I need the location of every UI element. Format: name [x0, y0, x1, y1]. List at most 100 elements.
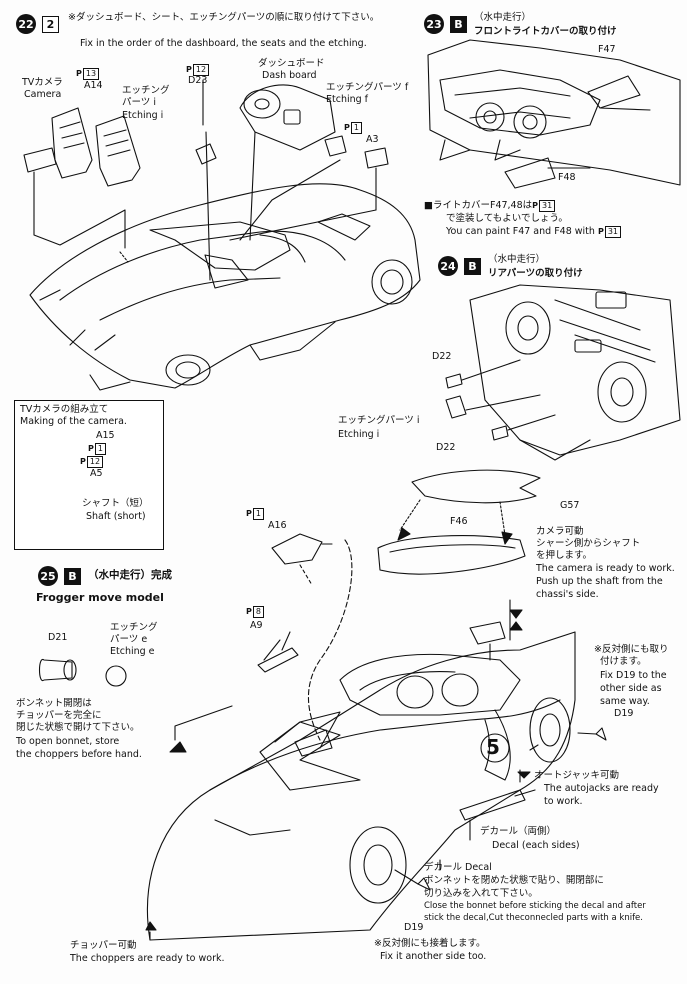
- step24-heading-jp2: リアパーツの取り付け: [488, 268, 583, 279]
- step23-drawing: [427, 39, 681, 189]
- step22-car-drawing: [29, 183, 421, 391]
- step22-seats: [23, 107, 141, 216]
- label-etching-e-jp2: パーツ e: [110, 634, 148, 645]
- step24-drawing: [445, 284, 681, 461]
- label-g57: G57: [560, 500, 580, 511]
- step25-small-parts: [38, 533, 607, 891]
- camera-note-en2: Push up the shaft from the: [536, 576, 663, 587]
- decal-title-jp: デカール Decal: [424, 862, 492, 873]
- label-dashboard-jp: ダッシュボード: [258, 58, 325, 69]
- bonnet-note-jp2: チョッパーを完全に: [16, 710, 102, 721]
- camera-note-en1: The camera is ready to work.: [536, 563, 675, 574]
- inset-shaft-en: Shaft (short): [86, 511, 146, 522]
- step-number: 25: [38, 566, 58, 586]
- label-a16: A16: [268, 520, 287, 531]
- inset-label-a15: A15: [96, 430, 115, 441]
- label-a9: A9: [250, 620, 263, 631]
- label-etching-e-en: Etching e: [110, 646, 155, 657]
- chopper-note-jp: チョッパー可動: [70, 940, 137, 951]
- step-section-tag: B: [464, 258, 481, 275]
- camera-note-jp2: シャーシ側からシャフト: [536, 538, 641, 549]
- step24-label-d22-bottom: D22: [436, 442, 456, 453]
- step25-car-drawing: [147, 621, 576, 941]
- camera-note-en3: chassi's side.: [536, 589, 599, 600]
- opposite-note-en2: other side as: [600, 683, 662, 694]
- label-etching-i-jp: エッチング: [122, 85, 170, 96]
- step22-instruction-en: Fix in the order of the dashboard, the s…: [80, 38, 367, 49]
- step24-label-d22-top: D22: [432, 351, 452, 362]
- chopper-note-en: The choppers are ready to work.: [70, 953, 225, 964]
- decal-note-jp1: ボンネットを閉めた状態で貼り、開閉部に: [424, 875, 604, 886]
- step-number: 23: [424, 14, 444, 34]
- step24-label-etching-en: Etching i: [338, 429, 380, 440]
- other-side-note-jp: ※反対側にも接着します。: [374, 938, 486, 949]
- step23-note-jp-tail: で塗装してもよいでしょう。: [446, 213, 568, 224]
- label-a3: A3: [366, 134, 379, 145]
- camera-note-jp1: カメラ可動: [536, 526, 584, 537]
- step24-label-etching-jp: エッチングパーツ i: [338, 415, 420, 426]
- label-d19-bottom: D19: [404, 922, 424, 933]
- label-etching-f-jp: エッチングパーツ f: [326, 82, 409, 93]
- label-tv-camera-en: Camera: [24, 89, 62, 100]
- step25-heading-jp: （水中走行）完成: [88, 569, 172, 581]
- opposite-note-jp2: 付けます。: [600, 656, 647, 667]
- step22-instruction-jp: ※ダッシュボード、シート、エッチングパーツの順に取り付けて下さい。: [68, 12, 380, 23]
- step23-heading-jp1: （水中走行）: [474, 12, 532, 23]
- step-section-tag: B: [450, 16, 467, 33]
- label-tv-camera-jp: TVカメラ: [22, 77, 63, 88]
- bonnet-note-en1: To open bonnet, store: [16, 736, 120, 747]
- decal-note-en1: Close the bonnet before sticking the dec…: [424, 901, 646, 911]
- bonnet-note-jp3: 閉じた状態で開けて下さい。: [16, 722, 140, 733]
- opposite-note-en1: Fix D19 to the: [600, 670, 667, 681]
- step-number: 22: [16, 14, 36, 34]
- inset-shaft-jp: シャフト（短）: [82, 498, 149, 509]
- label-etching-i-en: Etching i: [122, 110, 164, 121]
- step25-callout-lines: [145, 599, 531, 941]
- opposite-note-jp1: ※反対側にも取り: [594, 644, 669, 655]
- label-dashboard-en: Dash board: [262, 70, 317, 81]
- step22-leader-lines: [33, 79, 377, 281]
- label-f46: F46: [450, 516, 468, 527]
- autojack-note-en2: to work.: [544, 796, 583, 807]
- other-side-note-en: Fix it another side too.: [380, 951, 487, 962]
- bonnet-note-en2: the choppers before hand.: [16, 749, 142, 760]
- decal-note-jp2: 切り込みを入れて下さい。: [424, 888, 538, 899]
- step-section-tag: 2: [42, 16, 59, 33]
- camera-note-jp3: を押します。: [536, 550, 593, 561]
- label-d19-right: D19: [614, 708, 634, 719]
- decal-note-en2: stick the decal,Cut theconnecled parts w…: [424, 913, 643, 923]
- label-etching-e-jp: エッチング: [110, 622, 158, 633]
- step25-canopy: [377, 469, 541, 575]
- label-d21: D21: [48, 632, 68, 643]
- camera-assembly-inset: [14, 400, 164, 550]
- decal-both-en: Decal (each sides): [492, 840, 580, 851]
- inset-title-jp: TVカメラの組み立て: [20, 404, 109, 415]
- step-section-tag: B: [64, 568, 81, 585]
- step23-label-f47: F47: [598, 44, 616, 55]
- step-number: 24: [438, 256, 458, 276]
- step25-subheading-en: Frogger move model: [36, 591, 164, 604]
- autojack-note-jp: オートジャッキ可動: [534, 770, 620, 781]
- autojack-note-en1: The autojacks are ready: [544, 783, 659, 794]
- inset-title-en: Making of the camera.: [20, 416, 127, 427]
- opposite-note-en3: same way.: [600, 696, 650, 707]
- label-d23: D23: [188, 75, 208, 86]
- step23-label-f48: F48: [558, 172, 576, 183]
- car-number: 5: [486, 735, 500, 759]
- label-a14: A14: [84, 80, 103, 91]
- step23-heading-jp2: フロントライトカバーの取り付け: [474, 26, 617, 37]
- step22-dashboard: [239, 84, 389, 211]
- label-etching-f-en: Etching f: [326, 94, 369, 105]
- bonnet-note-jp1: ボンネット開閉は: [16, 698, 92, 709]
